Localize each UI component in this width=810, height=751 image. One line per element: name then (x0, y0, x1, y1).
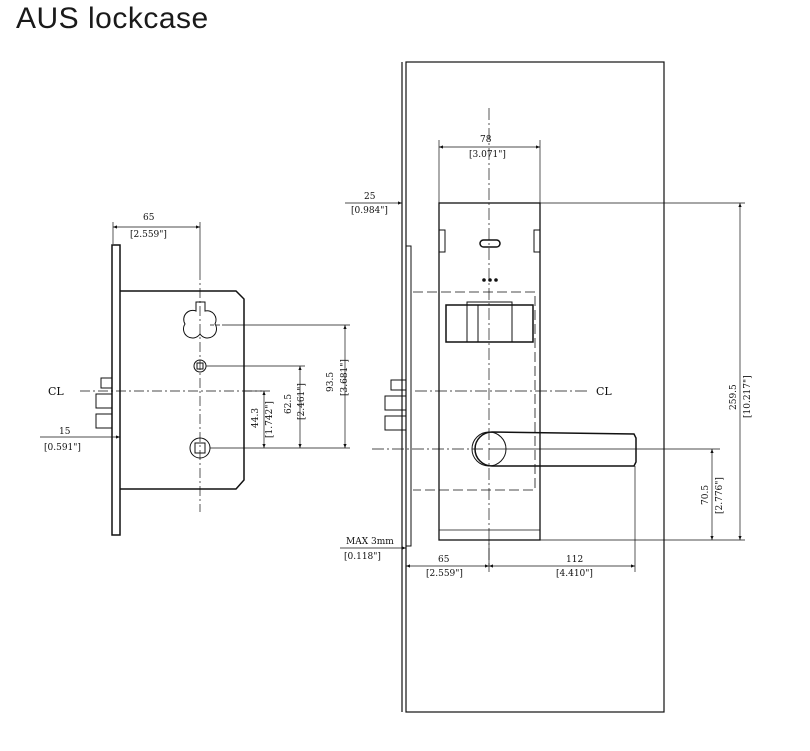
edge-faceplate (405, 245, 412, 547)
faceplate-in: [0.591"] (44, 443, 81, 453)
right-width-mm: 78 (480, 135, 492, 145)
gap-in: [0.118"] (344, 552, 381, 562)
left-centerline-label: CL (48, 385, 64, 398)
dim-44-mm: 44.3 (251, 408, 261, 428)
height-in: [10.217"] (743, 375, 753, 418)
card-slot (479, 239, 501, 248)
handle-mm: 112 (566, 555, 583, 565)
lever-handle (474, 431, 637, 467)
height-mm: 259.5 (729, 384, 739, 410)
faceplate-mm: 15 (59, 427, 71, 437)
offset-mm: 25 (364, 192, 376, 202)
dim-93-mm: 93.5 (326, 372, 336, 392)
offset-in: [0.984"] (351, 206, 388, 216)
edge-latch-mid (384, 395, 407, 411)
escutcheon-plate (438, 202, 541, 541)
edge-latch-low (384, 415, 407, 431)
backset-in: [2.559"] (426, 569, 463, 579)
left-width-mm: 65 (143, 213, 155, 223)
dim-44-in: [1.742"] (265, 401, 275, 438)
door-front-view (340, 61, 745, 713)
dim-62-mm: 62.5 (284, 394, 294, 414)
right-centerline-label: CL (596, 385, 612, 398)
handle-in: [4.410"] (556, 569, 593, 579)
mechanism-cutout (445, 304, 534, 343)
latch-bolt-low (95, 413, 113, 429)
lever-in: [2.776"] (715, 477, 725, 514)
dim-62-in: [2.461"] (297, 383, 307, 420)
faceplate (111, 244, 121, 536)
gap-mm: MAX 3mm (346, 537, 394, 547)
latch-bolt-mid (95, 393, 113, 409)
right-width-in: [3.071"] (469, 150, 506, 160)
edge-latch-top (390, 379, 407, 391)
backset-mm: 65 (438, 555, 450, 565)
cylinder-hole (183, 301, 217, 339)
page-title: AUS lockcase (16, 2, 209, 35)
latch-bolt-top (100, 377, 113, 389)
lever-mm: 70.5 (701, 485, 711, 505)
dim-93-in: [3.681"] (340, 359, 350, 396)
lockcase-side-view (40, 222, 350, 536)
lockcase-body (120, 290, 245, 490)
left-width-in: [2.559"] (130, 230, 167, 240)
